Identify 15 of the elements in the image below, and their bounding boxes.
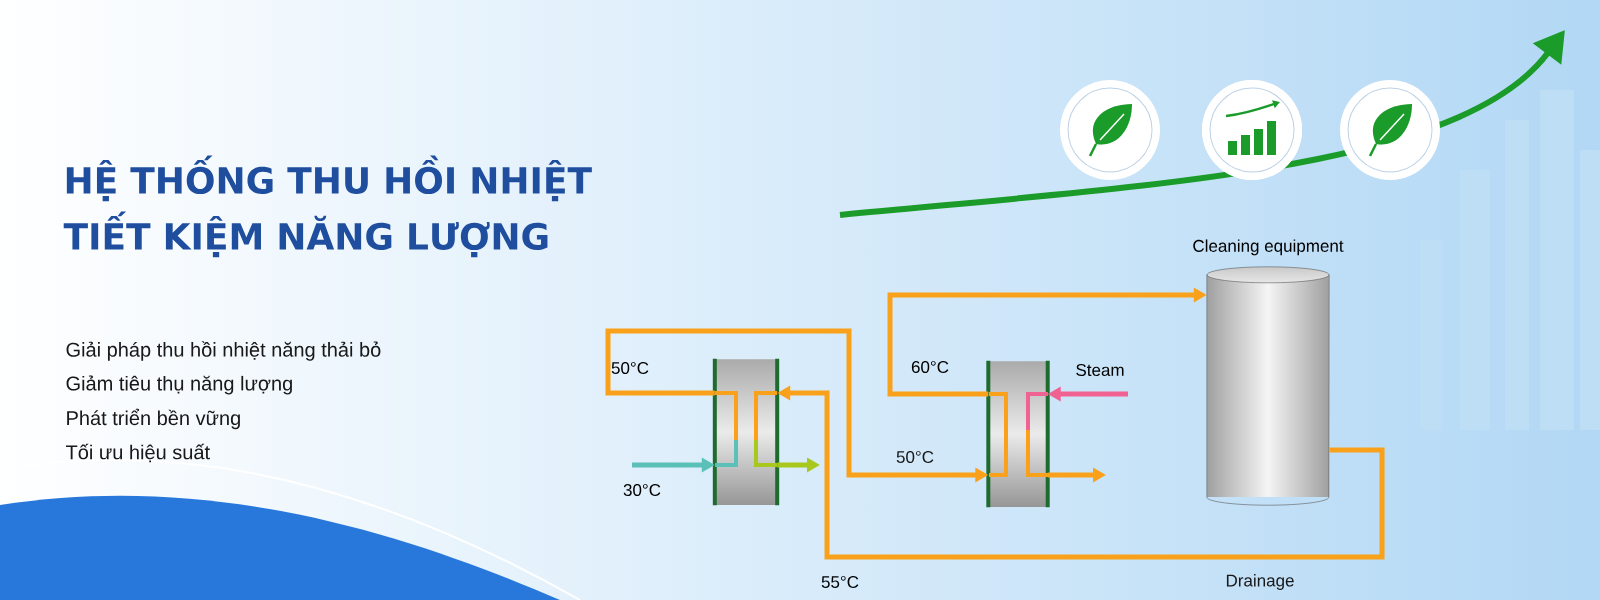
edge-label: 60°C <box>911 361 949 374</box>
temperature-label: 50°C <box>896 451 934 464</box>
heat-exchanger <box>986 360 1050 508</box>
edge-label: Steam <box>1076 364 1124 377</box>
edge-label: 50°C <box>611 362 649 375</box>
bullet-text: Tối ưu hiệu suất <box>66 443 210 463</box>
edge-label: 30°C <box>623 484 661 497</box>
pipe-label: Drainage <box>1226 574 1294 590</box>
tank-label: Cleaning equipment <box>1193 239 1344 256</box>
title: HỆ THỐNG THU HỒI NHIỆT TIẾT KIỆM NĂNG LƯỢNG <box>63 155 592 258</box>
edge-label: 55°C <box>821 576 859 589</box>
bullet-text: Giảm tiêu thụ năng lượng <box>66 375 292 395</box>
bullet-text: Phát triển bền vững <box>67 408 240 430</box>
bullet-text: Giải pháp thu hồi nhiệt năng thải bỏ <box>66 341 381 361</box>
heat-exchanger <box>712 358 780 506</box>
